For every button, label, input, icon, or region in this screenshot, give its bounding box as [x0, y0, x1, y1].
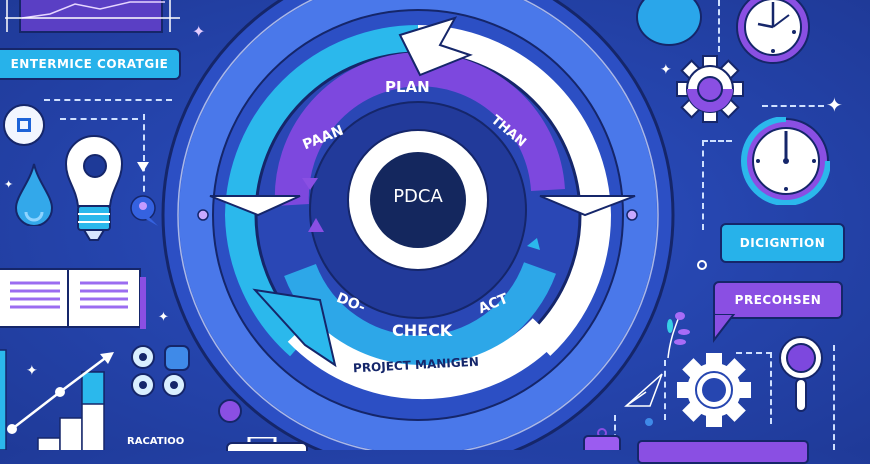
purple-label-box: [637, 440, 809, 464]
sparkle-icon: ✦: [826, 95, 843, 117]
open-book-icon: [0, 268, 146, 329]
dashed-connector: [702, 140, 704, 230]
handbag-icon: [583, 428, 621, 450]
label-right-upper: DICIGNTION: [720, 223, 845, 263]
token-icon: [218, 399, 242, 423]
magnifier-icon: [779, 336, 823, 412]
dashed-connector: [143, 114, 145, 202]
label-right-lower: PRECOHSEN: [713, 281, 843, 319]
dashed-connector: [60, 118, 138, 120]
dashed-connector: [702, 140, 732, 142]
label-bottom-left: RACATIOO: [127, 436, 185, 447]
plan-ring: [274, 52, 565, 206]
dashed-connector: [44, 99, 172, 101]
dashed-connector: [736, 352, 772, 354]
ring-label-check: CHECK: [392, 321, 453, 340]
water-drop-icon: [14, 163, 54, 226]
cycle-arrow-top: [398, 16, 473, 77]
dashed-connector: [664, 360, 666, 420]
paper-plane-icon: [624, 373, 663, 407]
stopwatch-icon: [741, 117, 830, 205]
bar-chart-icon: [0, 349, 114, 450]
do-check-act-ring: [284, 261, 556, 370]
dot-icon: [645, 418, 653, 426]
arrow-small-icon: [302, 178, 318, 190]
training-badge-icon: [636, 0, 702, 46]
clock-icon: [736, 0, 810, 64]
gears-cluster-icon: [131, 345, 190, 397]
arrow-small-icon: [527, 238, 540, 250]
ui-badge-icon: [3, 104, 45, 146]
dashed-connector: [762, 105, 824, 107]
sparkle-icon: ✦: [26, 362, 38, 378]
chat-pin-icon: [130, 162, 158, 226]
cycle-arrow-bottom-left: [252, 288, 337, 368]
connector-node-icon: [697, 260, 707, 270]
speech-tail-icon: [713, 314, 736, 343]
briefcase-icon: [226, 437, 308, 451]
arrow-small-icon: [308, 218, 324, 232]
center-circle: [370, 152, 466, 248]
dashed-connector: [718, 0, 720, 52]
sparkle-icon: ✦: [192, 24, 206, 41]
white-ring-arc: [417, 25, 612, 356]
sparkle-icon: ✦: [660, 61, 672, 77]
dashed-connector: [614, 415, 616, 450]
leaf-icon: [667, 312, 690, 359]
sparkle-icon: ✦: [158, 309, 169, 324]
center-label: PDCA: [393, 186, 443, 207]
line-chart-icon: [5, 0, 180, 33]
dashed-connector: [770, 352, 772, 424]
dashed-connector: [833, 345, 835, 450]
large-gear-icon: [677, 353, 751, 427]
sparkle-icon: ✦: [4, 179, 14, 191]
lightbulb-icon: [64, 134, 124, 241]
ring-label-plan-top: PLAN: [385, 78, 430, 96]
cycle-arrow-left: [209, 195, 301, 217]
pdca-diagram: [161, 0, 675, 450]
gear-icon: [676, 55, 744, 123]
cycle-arrow-right: [539, 195, 636, 217]
label-top-left: ENTERMICE CORATGIE: [0, 48, 181, 80]
